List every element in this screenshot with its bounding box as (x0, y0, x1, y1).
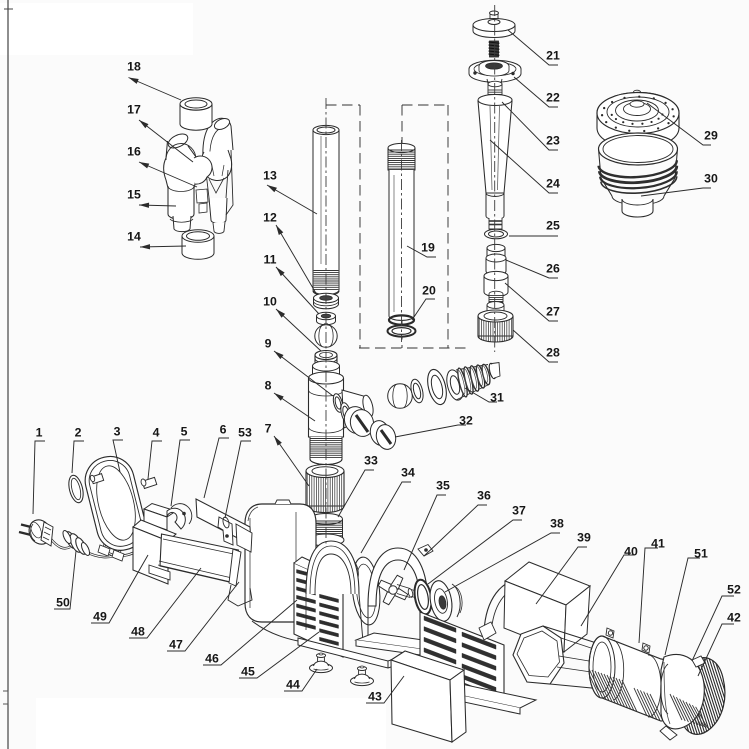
svg-text:41: 41 (651, 536, 665, 550)
svg-text:18: 18 (127, 59, 141, 73)
svg-text:39: 39 (577, 530, 591, 544)
svg-text:5: 5 (181, 424, 188, 438)
svg-text:42: 42 (727, 610, 741, 624)
svg-text:37: 37 (512, 503, 526, 517)
svg-text:7: 7 (265, 421, 272, 435)
svg-text:12: 12 (263, 210, 277, 224)
svg-text:40: 40 (624, 544, 638, 558)
svg-text:34: 34 (401, 465, 415, 479)
svg-text:46: 46 (205, 651, 219, 665)
svg-text:11: 11 (264, 252, 277, 266)
svg-text:25: 25 (546, 218, 560, 232)
svg-text:52: 52 (727, 582, 741, 596)
svg-text:1: 1 (36, 425, 43, 439)
svg-text:36: 36 (477, 488, 491, 502)
svg-text:14: 14 (127, 229, 141, 243)
svg-text:48: 48 (131, 624, 145, 638)
svg-text:4: 4 (153, 425, 160, 439)
svg-text:23: 23 (546, 133, 560, 147)
svg-text:15: 15 (127, 187, 141, 201)
svg-text:22: 22 (546, 90, 560, 104)
svg-text:8: 8 (265, 378, 272, 392)
svg-text:26: 26 (546, 261, 560, 275)
svg-text:6: 6 (220, 422, 227, 436)
svg-text:17: 17 (127, 102, 141, 116)
svg-text:51: 51 (694, 546, 708, 560)
svg-text:49: 49 (93, 609, 107, 623)
svg-text:33: 33 (364, 453, 378, 467)
svg-text:27: 27 (546, 304, 560, 318)
svg-text:31: 31 (490, 390, 504, 404)
svg-text:44: 44 (286, 677, 300, 691)
svg-text:35: 35 (436, 478, 450, 492)
svg-text:32: 32 (459, 413, 473, 427)
svg-text:10: 10 (263, 294, 277, 308)
svg-text:38: 38 (550, 516, 564, 530)
svg-text:30: 30 (704, 171, 718, 185)
svg-text:50: 50 (56, 595, 70, 609)
svg-text:47: 47 (169, 637, 183, 651)
svg-text:21: 21 (546, 48, 560, 62)
svg-text:2: 2 (75, 425, 82, 439)
svg-text:53: 53 (238, 425, 252, 439)
svg-text:20: 20 (422, 283, 436, 297)
svg-text:13: 13 (263, 168, 277, 182)
svg-text:24: 24 (546, 176, 560, 190)
svg-text:28: 28 (546, 345, 560, 359)
svg-text:16: 16 (127, 144, 141, 158)
svg-text:9: 9 (265, 336, 272, 350)
svg-text:3: 3 (114, 424, 121, 438)
svg-text:29: 29 (704, 128, 718, 142)
svg-text:45: 45 (241, 664, 255, 678)
svg-text:43: 43 (368, 689, 382, 703)
svg-text:19: 19 (421, 240, 435, 254)
